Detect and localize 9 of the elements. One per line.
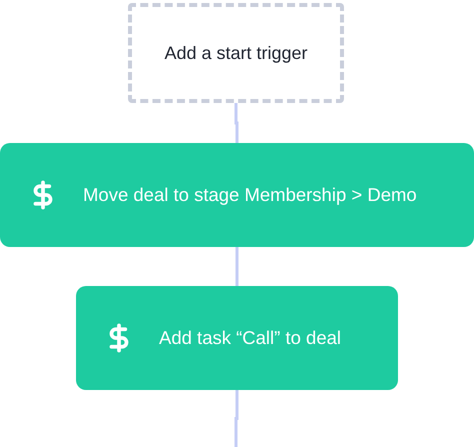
node-label: Add task “Call” to deal [159,327,342,349]
connector-line [236,247,238,286]
connector-line [234,103,238,143]
trigger-placeholder-box [128,3,344,103]
action-box [0,143,474,247]
node-label: Move deal to stage Membership > Demo [83,184,417,206]
node-label: Add a start trigger [164,42,308,64]
connector-line [234,390,238,447]
action-box [76,286,398,390]
